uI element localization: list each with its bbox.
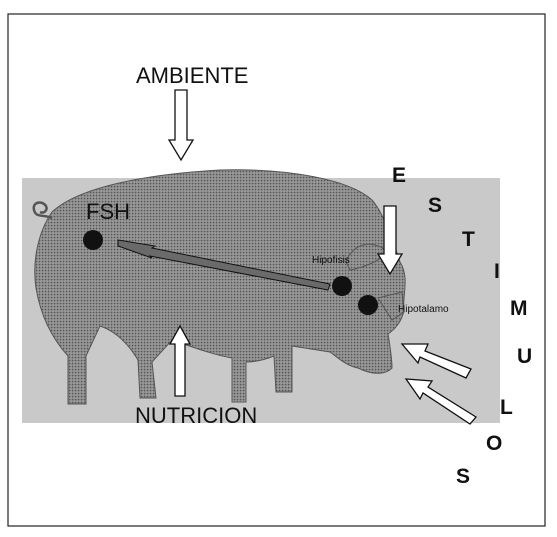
estimulos-letter: S xyxy=(428,194,442,217)
fsh-dot xyxy=(83,230,103,250)
fsh-label: FSH xyxy=(86,199,130,224)
hipofisis-dot xyxy=(332,276,352,296)
estimulos-letter: I xyxy=(494,260,500,283)
estimulos-letter: L xyxy=(500,396,513,419)
estimulos-letter: T xyxy=(462,228,475,251)
estimulos-letter: O xyxy=(486,432,502,455)
estimulos-letter: E xyxy=(392,164,406,187)
nutricion-label: NUTRICION xyxy=(135,403,257,428)
hipotalamo-dot xyxy=(358,295,378,315)
estimulos-letter: M xyxy=(510,297,528,320)
estimulos-letter: U xyxy=(517,345,532,368)
hipofisis-label: Hipofisis xyxy=(312,255,350,266)
ambiente-label: AMBIENTE xyxy=(136,63,248,88)
hipotalamo-label: Hipotalamo xyxy=(398,304,449,315)
estimulos-letter: S xyxy=(456,465,470,488)
ambiente-down-arrow xyxy=(169,90,193,160)
